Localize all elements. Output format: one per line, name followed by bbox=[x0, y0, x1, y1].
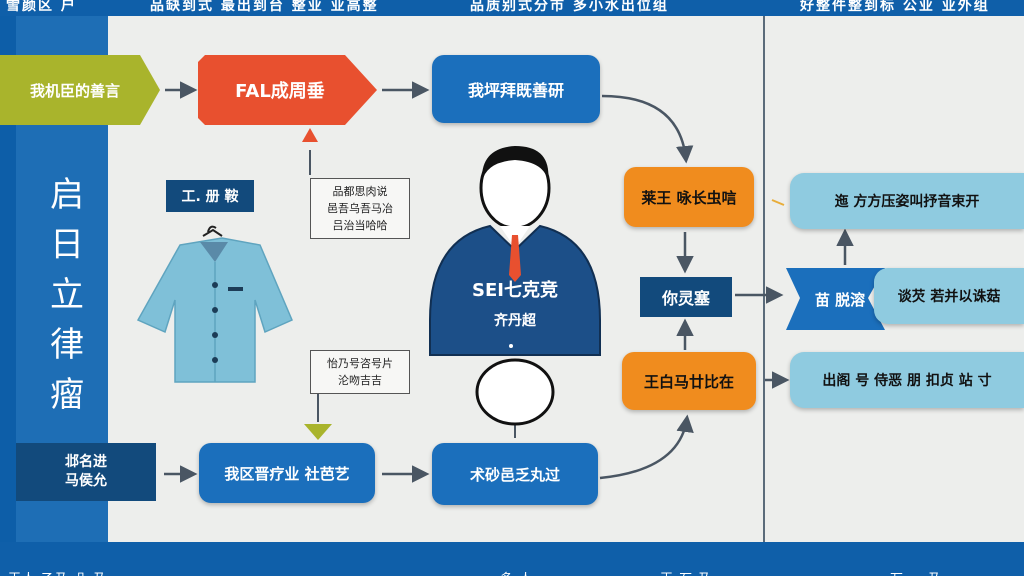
right-bottom-node[interactable]: 出阁 号 侍恶 朋 扣贞 站 寸 bbox=[790, 352, 1024, 408]
top-banner-text: 品质别式分市 多小水出位组 bbox=[470, 0, 669, 14]
arrow-bottom-to-orange bbox=[599, 414, 694, 480]
red-triangle-icon bbox=[302, 128, 318, 142]
chevron-line bbox=[771, 199, 785, 206]
ribbon-shape bbox=[786, 268, 885, 330]
side-title-char: 律 bbox=[50, 325, 84, 365]
note-box-top: 品都思肉说 邑吾乌吾马冶 吕治当哈哈 bbox=[310, 178, 410, 239]
orange-top-node[interactable]: 莱王 咏长虫唁 bbox=[624, 167, 754, 227]
bottom-process-node[interactable]: 我区晋疗业 社芭艺 bbox=[199, 443, 375, 503]
top-banner-text: 品缺到式 最出到台 整业 业高整 bbox=[150, 0, 379, 14]
top-process-node[interactable]: 我坪拜既善研 bbox=[432, 55, 600, 123]
orange-bottom-node[interactable]: 王白马廿比在 bbox=[622, 352, 756, 410]
top-banner: 雪颜区 户 品缺到式 最出到台 整业 业高整 品质别式分市 多小水出位组 好整件… bbox=[0, 0, 1024, 16]
olive-triangle-icon bbox=[304, 424, 332, 440]
left-bottom-node[interactable]: 邶名进 马侯允 bbox=[16, 443, 156, 501]
bottom-banner: 王人 乙乃 凸 乃 多 人 王 石 乃 万 一 乃 bbox=[0, 542, 1024, 576]
bottom-banner-text: 万 一 乃 bbox=[890, 568, 942, 576]
side-title-char: 立 bbox=[50, 275, 84, 315]
person-subtitle: 齐丹超 bbox=[494, 313, 536, 329]
start-flag-shape bbox=[0, 55, 160, 125]
start-node[interactable]: 我机臣的善言 bbox=[29, 81, 120, 100]
red-pentagon-shape bbox=[198, 55, 377, 125]
side-title: 启 日 立 律 瘤 bbox=[36, 170, 98, 420]
top-banner-text: 好整件整到标 公业 业外组 bbox=[800, 0, 990, 14]
person-title: SEI七克竞 bbox=[472, 280, 558, 301]
person-icon bbox=[429, 146, 601, 426]
bottom-banner-text: 多 人 bbox=[500, 568, 533, 576]
ribbon-node[interactable]: 苗 脱溶 bbox=[814, 290, 866, 309]
red-process-node[interactable]: FAL成周垂 bbox=[235, 81, 325, 102]
side-title-char: 启 bbox=[50, 175, 84, 215]
side-title-char: 日 bbox=[50, 225, 84, 265]
navy-decision-node[interactable]: 你灵塞 bbox=[640, 277, 732, 317]
garment-label: 工. 册 鞍 bbox=[166, 180, 254, 212]
arrow-blue-to-orange bbox=[601, 94, 694, 164]
section-divider bbox=[763, 16, 765, 542]
side-title-char: 瘤 bbox=[50, 375, 84, 415]
right-mid-node[interactable]: 谈芡 若并以诛菇 bbox=[874, 268, 1024, 324]
shirt-icon bbox=[136, 225, 293, 383]
top-banner-text: 雪颜区 户 bbox=[6, 0, 77, 14]
note-box-mid: 怡乃号咨号片 沦吻吉吉 bbox=[310, 350, 410, 394]
bottom-banner-text: 王 石 乃 bbox=[660, 568, 712, 576]
bottom-banner-text: 王人 乙乃 凸 乃 bbox=[8, 568, 107, 576]
right-top-node[interactable]: 迤 方方压姿叫抒音束开 bbox=[790, 173, 1024, 229]
bottom-right-process-node[interactable]: 术砂邑乏丸过 bbox=[432, 443, 598, 505]
